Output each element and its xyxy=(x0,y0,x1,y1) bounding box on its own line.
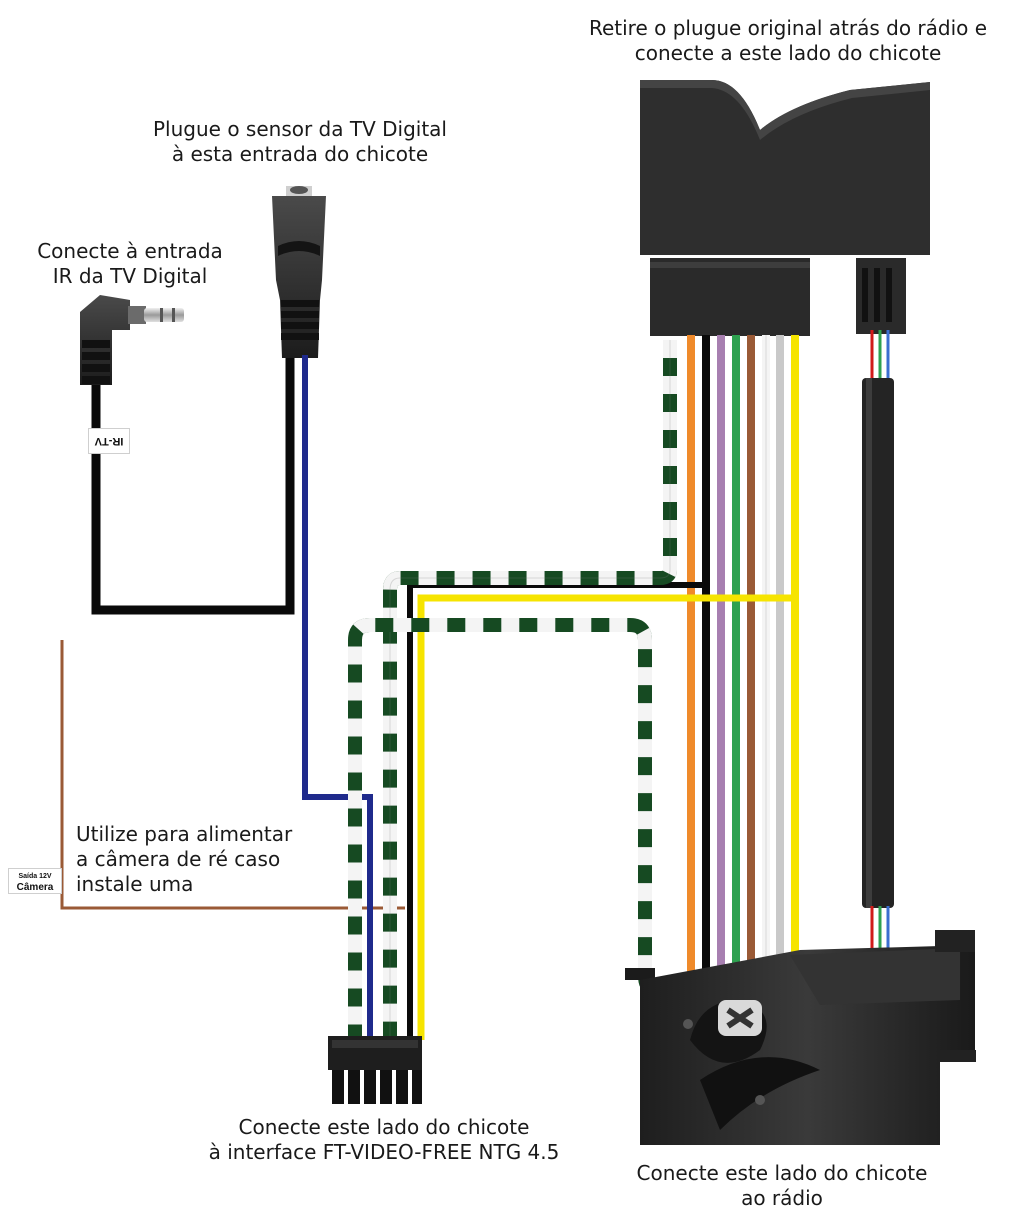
camera-power-instruction: Utilize para alimentar a câmera de ré ca… xyxy=(76,822,336,897)
tv-sensor-instruction: Plugue o sensor da TV Digital à esta ent… xyxy=(140,117,460,167)
radio-plug-instruction: Retire o plugue original atrás do rádio … xyxy=(578,16,998,66)
camera-power-wire xyxy=(60,640,405,910)
camera-power-instruction-line2: a câmera de ré caso xyxy=(76,847,281,871)
twisted-pair-lower xyxy=(348,618,662,1040)
twisted-pair-upper xyxy=(383,340,677,1040)
ir-tv-tag: IR-TV xyxy=(88,428,130,454)
camera-power-instruction-line3: instale uma xyxy=(76,872,194,896)
ir-input-instruction-line2: IR da TV Digital xyxy=(52,264,208,288)
tv-sensor-jack xyxy=(272,186,326,358)
radio-plug-instruction-line1: Retire o plugue original atrás do rádio … xyxy=(588,16,988,40)
radio-instruction-line1: Conecte este lado do chicote xyxy=(636,1161,928,1185)
tv-sensor-instruction-line2: à esta entrada do chicote xyxy=(171,142,429,166)
ir-tv-jack xyxy=(80,295,295,615)
small-cable xyxy=(862,330,894,950)
interface-connector xyxy=(328,1036,422,1104)
camera-power-tag-bottom: Câmera xyxy=(16,882,54,893)
interface-instruction: Conecte este lado do chicote à interface… xyxy=(184,1115,584,1165)
radio-connector xyxy=(625,930,976,1145)
ir-input-instruction-line1: Conecte à entrada xyxy=(37,239,223,263)
interface-instruction-line1: Conecte este lado do chicote xyxy=(238,1115,530,1139)
radio-instruction: Conecte este lado do chicote ao rádio xyxy=(612,1161,952,1211)
ir-input-instruction: Conecte à entrada IR da TV Digital xyxy=(30,239,230,289)
radio-plug-instruction-line2: conecte a este lado do chicote xyxy=(634,41,942,65)
interface-instruction-line2: à interface FT-VIDEO-FREE NTG 4.5 xyxy=(208,1140,560,1164)
ir-tv-tag-text: IR-TV xyxy=(94,435,124,447)
sensor-blue-wire xyxy=(302,355,373,1040)
original-radio-plug xyxy=(640,80,930,336)
camera-power-tag-top: Saída 12V xyxy=(18,873,52,880)
black-branch-wire xyxy=(407,582,706,1040)
radio-wire-bundle xyxy=(687,335,799,985)
yellow-branch-wire xyxy=(417,594,795,1040)
camera-power-tag: Saída 12V Câmera xyxy=(8,868,62,894)
tv-sensor-instruction-line1: Plugue o sensor da TV Digital xyxy=(153,117,447,141)
radio-instruction-line2: ao rádio xyxy=(741,1186,823,1210)
camera-power-instruction-line1: Utilize para alimentar xyxy=(76,822,293,846)
